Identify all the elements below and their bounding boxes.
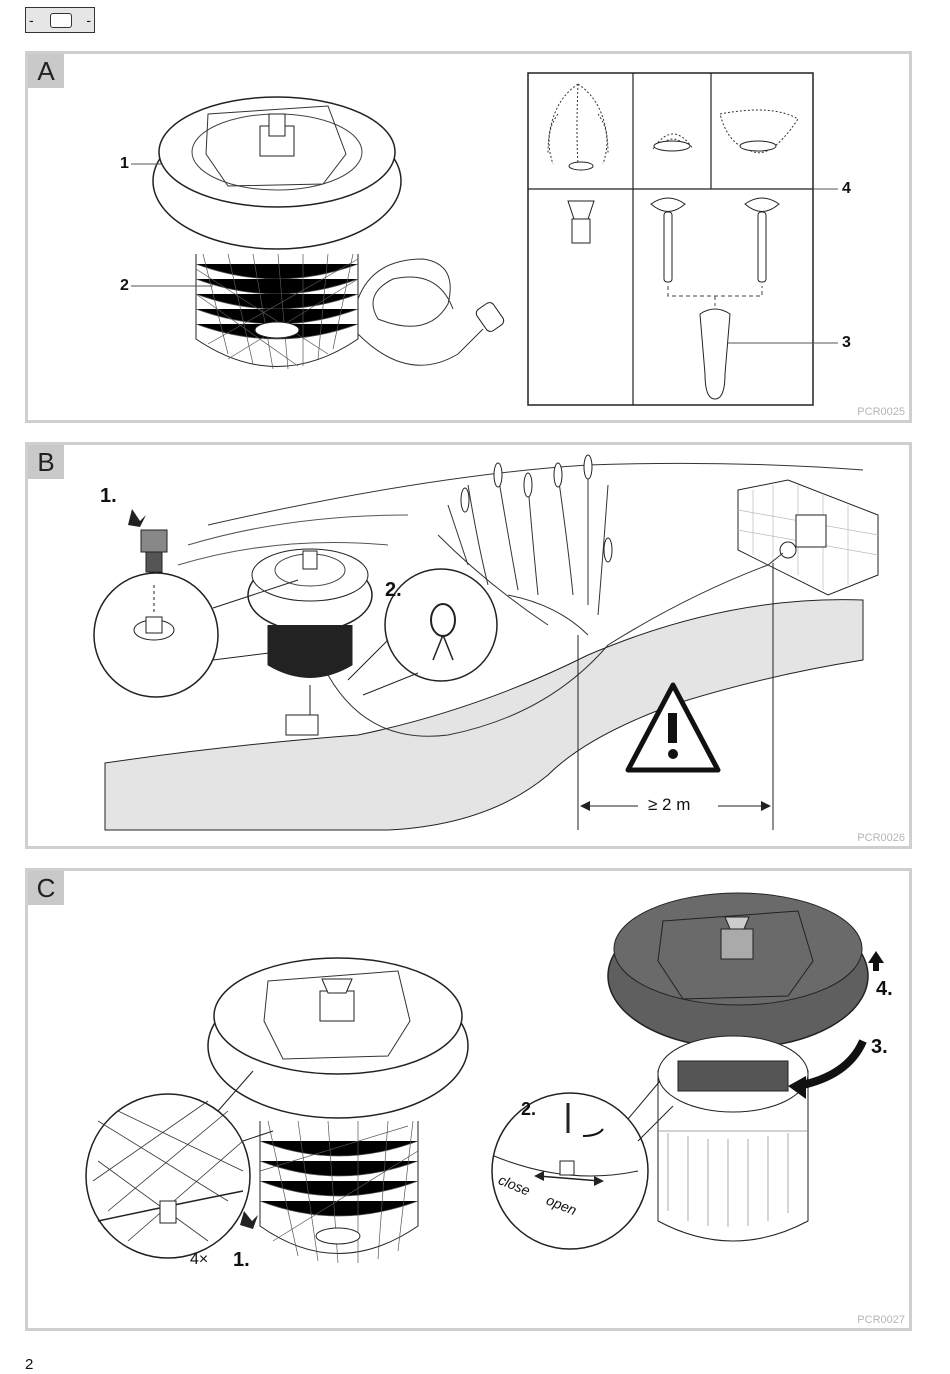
figure-code: PCR0027 (857, 1314, 905, 1326)
label-extension: 3 (842, 334, 851, 351)
pump-overview-illustration (131, 72, 838, 406)
step-4: 4. (876, 978, 893, 1000)
label-float: 1 (120, 155, 129, 172)
step-1: 1. (233, 1249, 250, 1271)
figure-code: PCR0026 (857, 832, 905, 844)
dash-icon: - (86, 12, 91, 28)
clip-count: 4× (190, 1251, 209, 1268)
label-filter-cage: 2 (120, 277, 129, 294)
pond-installation-illustration (93, 454, 879, 831)
step-2: 2. (521, 1099, 537, 1119)
panel-b: B (25, 442, 912, 849)
lamp-assembly-illustration (85, 892, 884, 1264)
panel-a: A (25, 51, 912, 423)
panel-letter: A (28, 54, 64, 88)
page-number: 2 (25, 1356, 34, 1373)
label-nozzles: 4 (842, 180, 851, 197)
step-1: 1. (100, 485, 117, 507)
panel-letter: B (28, 445, 64, 479)
distance-label: ≥ 2 m (648, 795, 691, 814)
step-3: 3. (871, 1036, 888, 1058)
tab-marker: - - (25, 7, 95, 33)
figure-code: PCR0025 (857, 406, 905, 418)
panel-c: C (25, 868, 912, 1331)
step-2: 2. (385, 579, 402, 601)
dash-icon: - (29, 12, 34, 28)
rounded-box-icon (50, 13, 72, 28)
panel-letter: C (28, 871, 64, 905)
